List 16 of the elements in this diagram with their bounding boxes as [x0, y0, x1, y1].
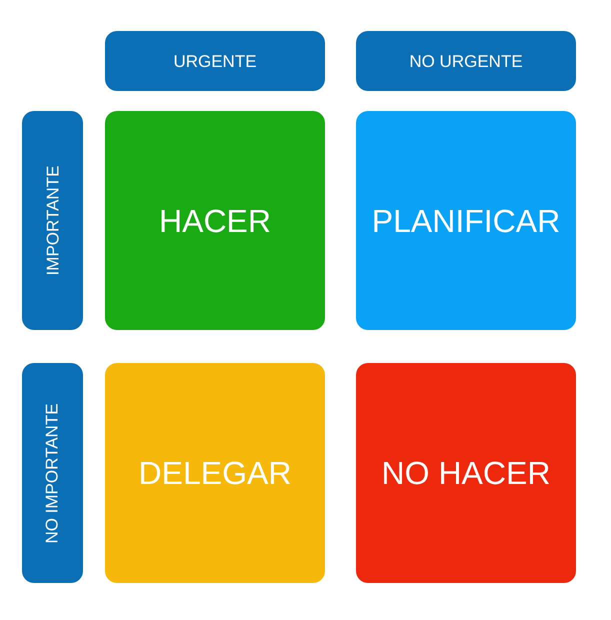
quadrant-box: [356, 363, 576, 583]
quadrant-box: [356, 111, 576, 330]
row-header: [22, 111, 83, 330]
quadrant-label: DELEGAR: [138, 457, 292, 489]
column-header: [356, 31, 576, 91]
row-header: [22, 363, 83, 583]
quadrant-box: [105, 363, 325, 583]
quadrant-label: HACER: [158, 204, 271, 236]
column-header: [105, 31, 325, 91]
quadrant-label: PLANIFICAR: [372, 204, 560, 236]
quadrant-box: [105, 111, 325, 330]
quadrant-label: NO HACER: [382, 457, 550, 489]
header-label: IMPORTANTE: [44, 166, 61, 276]
header-label: NO URGENTE: [409, 52, 523, 70]
header-label: URGENTE: [173, 52, 257, 70]
header-label: NO IMPORTANTE: [44, 402, 61, 544]
